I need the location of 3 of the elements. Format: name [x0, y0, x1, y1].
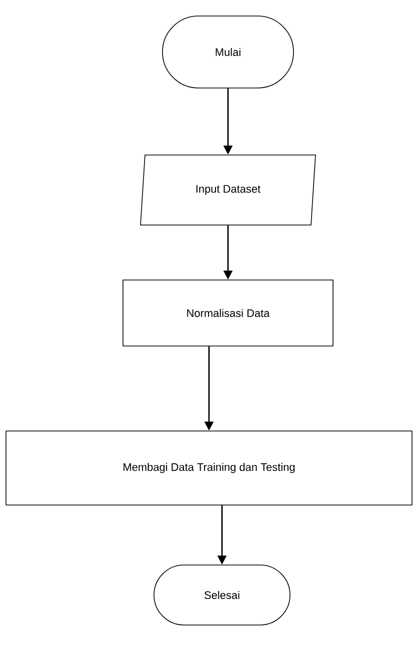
input-parallelogram: Input Dataset	[140, 154, 316, 226]
process-box: Membagi Data Training dan Testing	[6, 430, 412, 506]
process-box: Normalisasi Data	[122, 280, 334, 346]
